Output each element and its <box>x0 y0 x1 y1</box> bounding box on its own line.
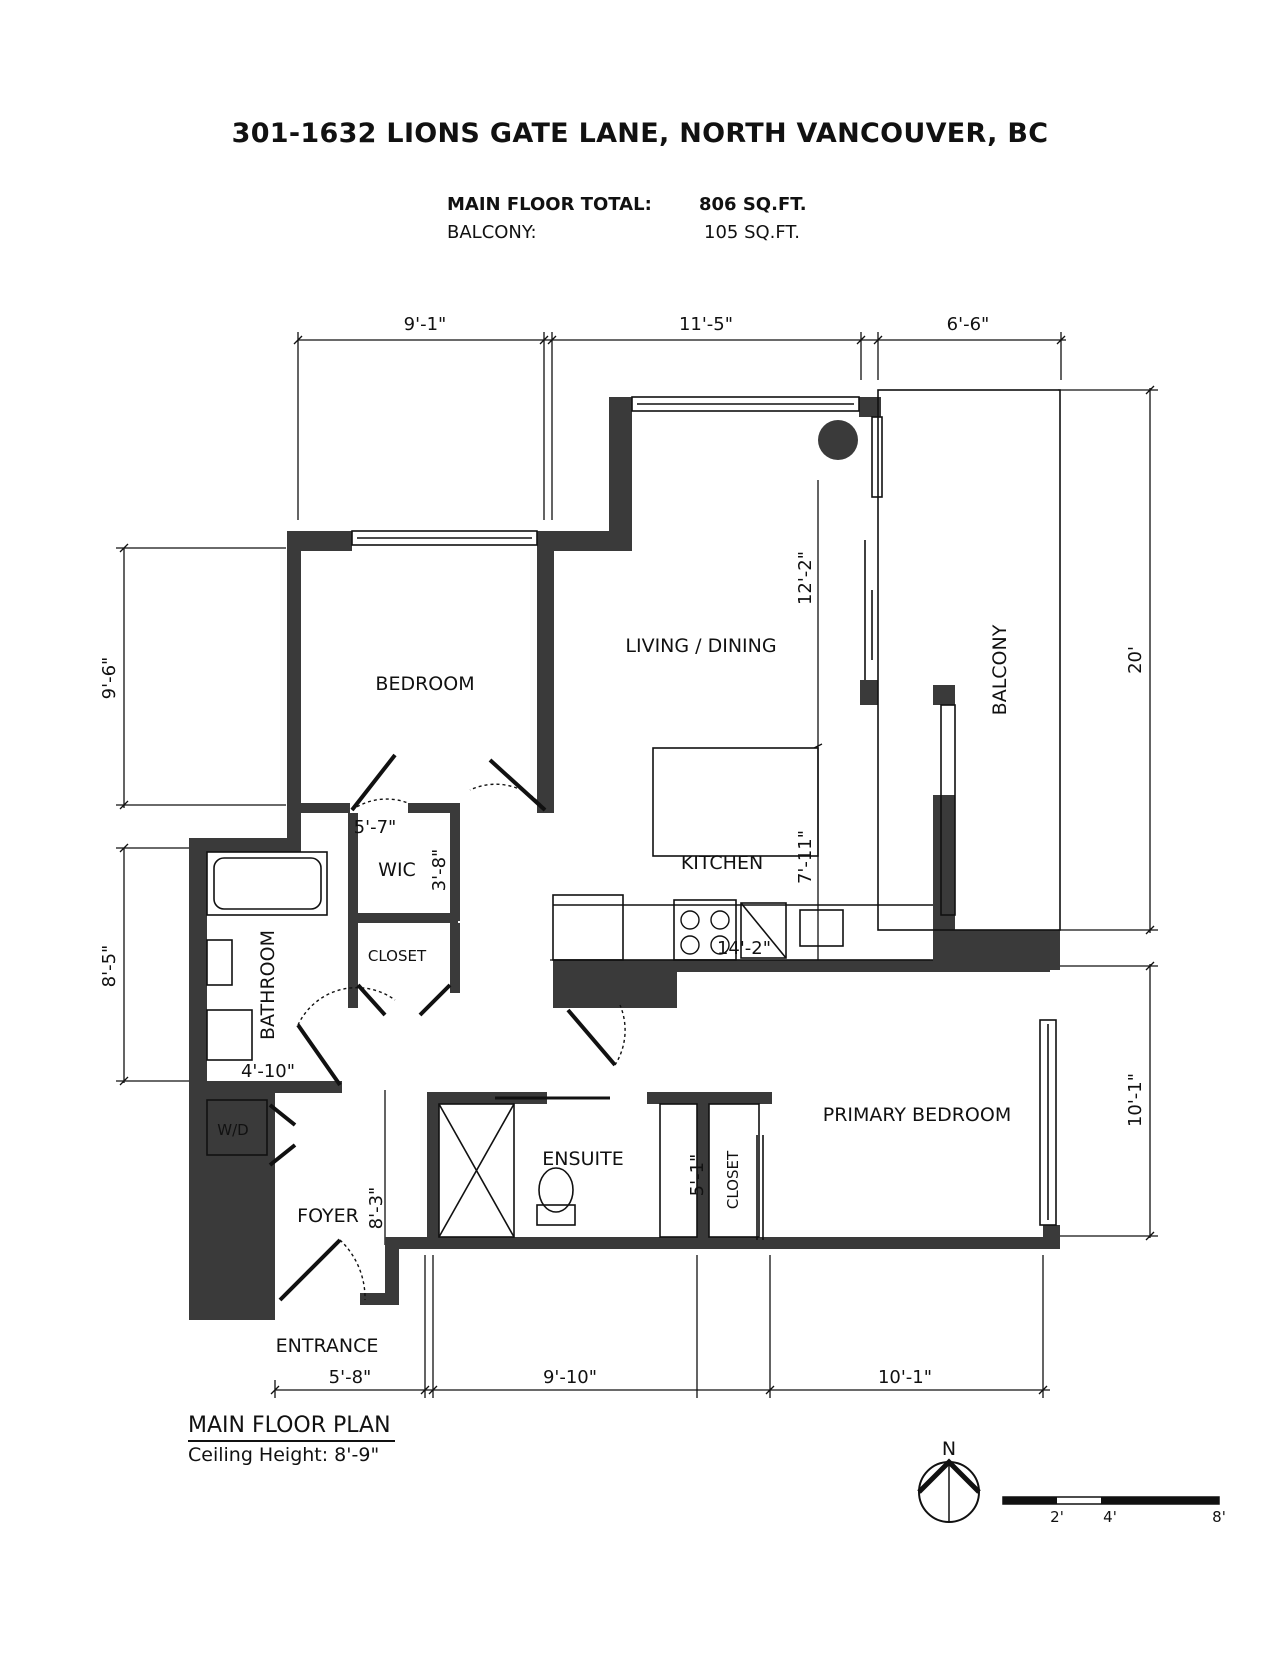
north-arrow-icon <box>917 1458 981 1523</box>
legend-ceiling-height: Ceiling Height: 8'-9" <box>188 1444 380 1466</box>
walls <box>189 397 1060 1320</box>
dim-bottom-left: 5'-8" <box>329 1367 372 1388</box>
room-kitchen: KITCHEN <box>681 852 763 874</box>
dim-right-lower: 10'-1" <box>1125 1073 1146 1127</box>
room-entrance: ENTRANCE <box>276 1335 379 1357</box>
main-floor-total-label: MAIN FLOOR TOTAL: <box>447 194 652 215</box>
balcony-area-label: BALCONY: <box>447 222 537 243</box>
dimension-lines <box>116 332 1158 1398</box>
room-closet-hall: CLOSET <box>368 947 427 965</box>
room-bedroom: BEDROOM <box>375 673 474 695</box>
dim-top-middle: 11'-5" <box>679 314 733 335</box>
scale-tick-8: 8' <box>1212 1508 1226 1526</box>
room-balcony: BALCONY <box>989 624 1011 715</box>
room-foyer: FOYER <box>297 1205 359 1227</box>
dim-kitchen-width: 14'-2" <box>717 938 771 959</box>
dim-top-left: 9'-1" <box>404 314 447 335</box>
dim-top-right: 6'-6" <box>947 314 990 335</box>
room-ensuite: ENSUITE <box>542 1148 623 1170</box>
dim-foyer-height: 8'-3" <box>366 1187 387 1230</box>
dim-left-upper: 9'-6" <box>99 657 120 700</box>
scale-bar <box>1002 1496 1220 1505</box>
main-floor-total-value: 806 SQ.FT. <box>699 194 807 215</box>
column <box>818 420 858 460</box>
legend-divider <box>188 1440 395 1442</box>
outlines <box>206 389 1061 1240</box>
dim-kitchen-height: 7'-11" <box>795 830 816 884</box>
dim-wic-width: 5'-7" <box>354 817 397 838</box>
scale-tick-4: 4' <box>1103 1508 1117 1526</box>
room-wic: WIC <box>378 859 416 881</box>
dim-bath-width: 4'-10" <box>241 1061 295 1082</box>
dim-ensuite-closet: 5'-1" <box>687 1154 708 1197</box>
range-burners <box>680 910 730 955</box>
dim-bottom-middle: 9'-10" <box>543 1367 597 1388</box>
room-living-dining: LIVING / DINING <box>625 635 776 657</box>
door-swings <box>268 753 626 1302</box>
room-closet-primary: CLOSET <box>724 1150 742 1209</box>
dim-left-lower: 8'-5" <box>99 945 120 988</box>
room-washer-dryer: W/D <box>217 1121 248 1139</box>
room-primary-bedroom: PRIMARY BEDROOM <box>823 1104 1011 1126</box>
room-bathroom: BATHROOM <box>257 930 279 1040</box>
legend-title: MAIN FLOOR PLAN <box>188 1413 391 1438</box>
balcony-area-value: 105 SQ.FT. <box>704 222 801 243</box>
dim-bottom-right: 10'-1" <box>878 1367 932 1388</box>
dim-living-height: 12'-2" <box>795 551 816 605</box>
compass-north-label: N <box>942 1438 956 1460</box>
dim-right-upper: 20' <box>1125 646 1146 674</box>
plan-address-title: 301-1632 LIONS GATE LANE, NORTH VANCOUVE… <box>231 118 1049 149</box>
dim-wic-height: 3'-8" <box>429 849 450 892</box>
scale-tick-2: 2' <box>1050 1508 1064 1526</box>
